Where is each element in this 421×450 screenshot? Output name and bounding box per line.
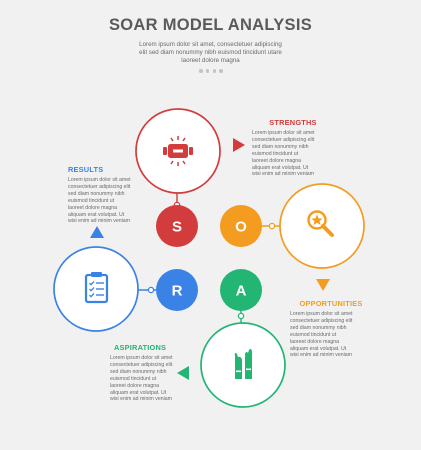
dot — [199, 69, 203, 73]
opportunities-title: OPPORTUNITIES — [299, 299, 363, 308]
results-connector-dot — [147, 286, 155, 294]
description-line: Lorem ipsum dolor sit amet — [290, 311, 353, 317]
aspirations-block: ASPIRATIONS Lorem ipsum dolor sit amet c… — [110, 343, 192, 403]
aspirations-letter-bg — [220, 269, 262, 311]
pagination-dots — [199, 69, 223, 73]
description-line: aliquam erat volutpat. Ut — [110, 389, 167, 396]
description-line: consectetuer adipiscing elit — [68, 183, 131, 190]
strengths-block: STRENGTHS Lorem ipsum dolor sit amet con… — [252, 118, 334, 178]
description-line: sed diam nonummy nibh — [290, 324, 347, 331]
description-line: wisi enim ad minim veniam — [290, 352, 352, 359]
opportunities-block: OPPORTUNITIES Lorem ipsum dolor sit amet… — [290, 299, 372, 359]
results-letter-bg — [156, 269, 198, 311]
results-block: RESULTS Lorem ipsum dolor sit amet conse… — [68, 165, 150, 225]
description-line: aliquam erat volutpat. Ut — [68, 211, 125, 218]
results-description: Lorem ipsum dolor sit amet consectetuer … — [68, 177, 150, 225]
description-line: sed diam nonummy nibh — [110, 368, 167, 375]
description-line: laoreet dolore magna — [252, 157, 302, 164]
description-line: euismod tincidunt ut — [290, 331, 337, 338]
description-line: Lorem ipsum dolor sit amet — [110, 355, 173, 361]
raised-hands-icon — [234, 348, 252, 379]
results-letter: R — [172, 283, 183, 300]
dot — [219, 69, 223, 73]
description-line: consectetuer adipiscing elit — [110, 361, 173, 368]
description-line: euismod tincidunt ut — [110, 375, 157, 382]
aspirations-arrow — [177, 366, 189, 380]
description-line: sed diam nonummy nibh — [68, 190, 125, 197]
description-line: wisi enim ad minim veniam — [252, 171, 314, 178]
description-line: Lorem ipsum dolor sit amet — [252, 130, 315, 136]
subtitle-line: elit sed diam nonummy nibh euismod tinci… — [139, 49, 282, 56]
aspirations-title: ASPIRATIONS — [114, 343, 167, 352]
dumbbell-icon — [163, 136, 193, 166]
opportunities-connector-dot — [268, 222, 276, 230]
page-subtitle: Lorem ipsum dolor sit amet, consectetuer… — [105, 41, 316, 65]
strengths-letter-bg — [156, 205, 198, 247]
strengths-description: Lorem ipsum dolor sit amet consectetuer … — [252, 130, 334, 178]
dot — [205, 69, 210, 73]
aspirations-ring — [200, 322, 286, 408]
page-title: SOAR MODEL ANALYSIS — [108, 16, 313, 34]
description-line: laoreet dolore magna — [68, 204, 118, 211]
results-title: RESULTS — [68, 165, 104, 174]
description-line: laoreet dolore magna — [110, 382, 160, 389]
description-line: euismod tincidunt ut — [252, 150, 299, 157]
opportunities-arrow — [316, 279, 330, 291]
clipboard-checklist-icon — [84, 272, 109, 304]
description-line: euismod tincidunt ut — [68, 197, 115, 204]
description-line: aliquam erat volutpat. Ut — [290, 345, 347, 352]
description-line: consectetuer adipiscing elit — [290, 317, 353, 324]
aspirations-letter: A — [236, 283, 247, 300]
results-letter-circle: R — [156, 269, 198, 311]
aspirations-connector-dot — [237, 312, 245, 320]
strengths-arrow — [233, 138, 245, 152]
description-line: aliquam erat volutpat. Ut — [252, 164, 309, 171]
opportunities-letter-circle: O — [220, 205, 262, 247]
opportunities-letter-bg — [220, 205, 262, 247]
opportunities-letter: O — [235, 219, 247, 236]
dot — [212, 69, 217, 73]
description-line: consectetuer adipiscing elit — [252, 136, 315, 143]
description-line: wisi enim ad minim veniam — [68, 218, 130, 225]
description-line: sed diam nonummy nibh — [252, 143, 309, 150]
aspirations-letter-circle: A — [220, 269, 262, 311]
strengths-letter: S — [172, 219, 182, 236]
results-arrow — [90, 226, 104, 238]
magnifier-star-icon — [307, 210, 334, 237]
subtitle-line: laoreet dolore magna — [181, 57, 240, 64]
strengths-letter-circle: S — [156, 205, 198, 247]
description-line: laoreet dolore magna — [290, 338, 340, 345]
opportunities-description: Lorem ipsum dolor sit amet consectetuer … — [290, 311, 372, 359]
description-line: Lorem ipsum dolor sit amet — [68, 177, 131, 183]
description-line: wisi enim ad minim veniam — [110, 396, 172, 403]
subtitle-line: Lorem ipsum dolor sit amet, consectetuer… — [139, 41, 282, 48]
strengths-title: STRENGTHS — [269, 118, 317, 127]
aspirations-description: Lorem ipsum dolor sit amet consectetuer … — [110, 355, 192, 403]
